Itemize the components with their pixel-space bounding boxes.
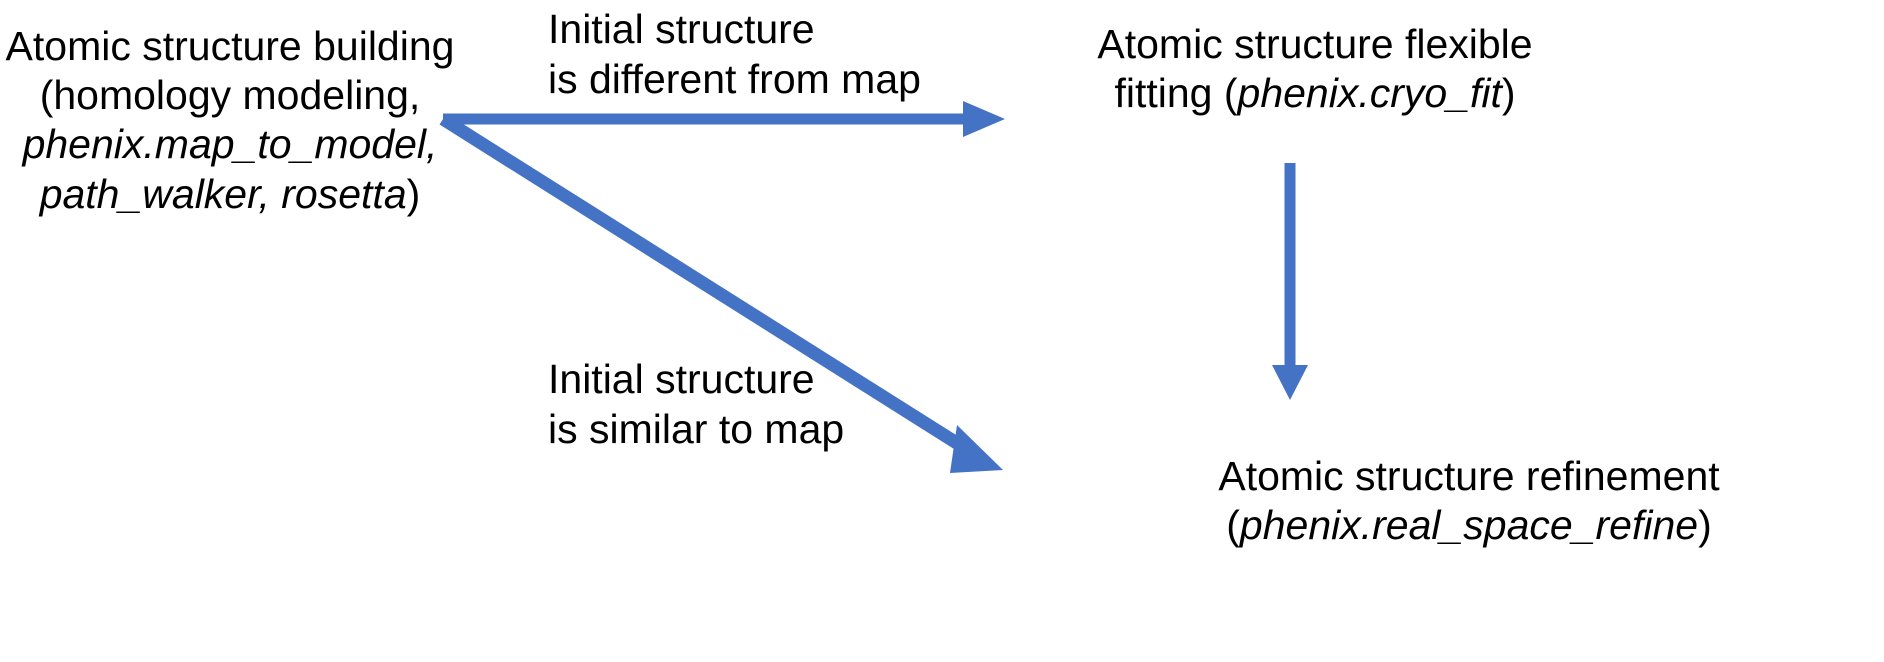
node-atomic-structure-flexible-fitting: Atomic structure flexible fitting (pheni… [1080,20,1550,118]
node-refinement-line-1: Atomic structure refinement [1218,453,1720,499]
edge-label-similar-line-2: is similar to map [548,406,845,453]
node-flexfit-line-2-tail: ) [1501,70,1516,117]
node-refinement-line-2-italic: phenix.real_space_refine [1239,502,1699,549]
edge-label-different-line-2: is different from map [548,56,921,103]
edge-label-similar-line-1: Initial structure [548,356,815,402]
node-flexfit-line-2-italic: phenix.cryo_fit [1237,70,1502,117]
node-refinement-line-2-head: ( [1226,502,1240,549]
node-building-line-3: phenix.map_to_model, [22,121,438,168]
node-building-line-1: Atomic structure building [5,23,455,69]
edge-label-different-line-1: Initial structure [548,6,815,52]
node-flexfit-line-2: fitting (phenix.cryo_fit) [1080,69,1550,118]
node-refinement-line-2-tail: ) [1698,502,1712,549]
node-atomic-structure-refinement: Atomic structure refinement (phenix.real… [1055,452,1883,550]
node-building-line-2: (homology modeling, [39,72,421,119]
edge-label-is-similar-to-map: Initial structure is similar to map [548,354,844,454]
edge-label-is-different-from-map: Initial structure is different from map [548,4,921,104]
node-flexfit-line-2-head: fitting ( [1114,70,1238,117]
node-building-line-4-italic: path_walker, rosetta [39,170,407,217]
node-atomic-structure-building: Atomic structure building (homology mode… [4,22,456,219]
node-refinement-line-2: (phenix.real_space_refine) [1055,501,1883,550]
arrow-building-to-flexible-fitting [443,101,1005,137]
node-building-line-4-tail: ) [406,170,421,217]
node-building-line-4: path_walker, rosetta) [4,170,456,219]
arrow-flexible-fitting-to-refinement [1272,163,1308,400]
node-flexfit-line-1: Atomic structure flexible [1097,21,1533,67]
